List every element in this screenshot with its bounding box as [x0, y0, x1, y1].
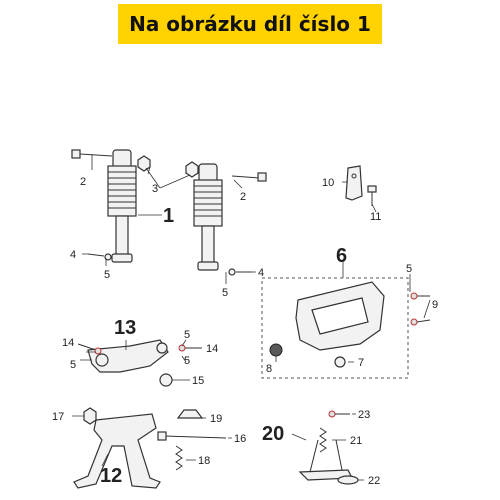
- rubber-stop-19[interactable]: [176, 409, 204, 419]
- callout-10: 10: [322, 177, 334, 189]
- callout-17: 17: [52, 411, 64, 423]
- callout-4-right: 4: [258, 267, 264, 279]
- nut-right[interactable]: [185, 161, 199, 178]
- spring-21[interactable]: [319, 427, 327, 453]
- bolt-14-right[interactable]: [178, 344, 202, 352]
- callout-13: 13: [114, 317, 136, 339]
- lower-bolt-right[interactable]: [228, 268, 252, 276]
- callout-6: 6: [336, 245, 347, 267]
- upper-bolt-left[interactable]: [71, 149, 113, 159]
- callout-5-right: 5: [222, 287, 228, 299]
- callout-3: 3: [152, 183, 158, 195]
- bolt-23[interactable]: [328, 410, 350, 418]
- callout-1: 1: [163, 205, 174, 227]
- callout-16: 16: [234, 433, 246, 445]
- side-stand-20[interactable]: [298, 439, 353, 481]
- assembly-6-outline: [261, 277, 409, 379]
- nut-left[interactable]: [137, 155, 151, 172]
- spring-18[interactable]: [175, 445, 183, 471]
- callout-14-right: 14: [206, 343, 218, 355]
- shock-absorber-right[interactable]: [193, 163, 223, 271]
- callout-14-left: 14: [62, 337, 74, 349]
- callout-8: 8: [266, 363, 272, 375]
- callout-2-right: 2: [240, 191, 246, 203]
- shaft-16[interactable]: [157, 431, 227, 441]
- bracket-13[interactable]: [87, 339, 169, 373]
- upper-bolt-right[interactable]: [231, 172, 267, 182]
- bolt-11[interactable]: [367, 185, 377, 206]
- callout-5-bracket-left: 5: [70, 359, 76, 371]
- bracket-10[interactable]: [345, 165, 363, 201]
- callout-9: 9: [432, 299, 438, 311]
- callout-11: 11: [370, 211, 381, 223]
- header-banner: Na obrázku díl číslo 1: [118, 4, 382, 44]
- lower-bolt-left[interactable]: [87, 253, 112, 261]
- shock-absorber-left[interactable]: [107, 149, 137, 263]
- bolt-14-left[interactable]: [77, 343, 102, 355]
- callout-7: 7: [358, 357, 364, 369]
- washer-15[interactable]: [159, 373, 173, 387]
- bolts-9[interactable]: [410, 292, 431, 326]
- frame-bracket-6[interactable]: [269, 281, 385, 368]
- callout-5-left: 5: [104, 269, 110, 281]
- callout-12: 12: [100, 465, 122, 487]
- callout-5-assembly: 5: [406, 263, 412, 275]
- callout-21: 21: [350, 435, 362, 447]
- callout-23: 23: [358, 409, 370, 421]
- callout-20: 20: [262, 423, 284, 445]
- callout-18: 18: [198, 455, 210, 467]
- rubber-22[interactable]: [337, 475, 359, 485]
- callout-22: 22: [368, 475, 380, 487]
- nut-17[interactable]: [83, 407, 97, 425]
- callout-19: 19: [210, 413, 222, 425]
- callout-4-left: 4: [70, 249, 76, 261]
- callout-2-left: 2: [80, 176, 86, 188]
- callout-5-bracket-bottom: 5: [184, 355, 190, 367]
- header-title: Na obrázku díl číslo 1: [129, 12, 371, 36]
- center-stand-12[interactable]: [73, 413, 161, 489]
- callout-5-bracket-top: 5: [184, 329, 190, 341]
- callout-15: 15: [192, 375, 204, 387]
